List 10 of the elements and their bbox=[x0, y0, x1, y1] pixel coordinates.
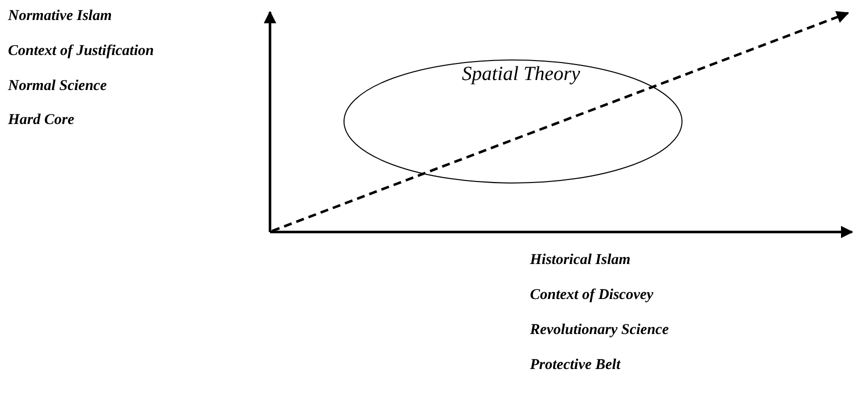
y-axis-label: Normative Islam bbox=[8, 8, 112, 25]
x-axis-label: Revolutionary Science bbox=[530, 322, 669, 339]
y-axis-label: Context of Justification bbox=[8, 43, 154, 60]
y-axis-label: Hard Core bbox=[8, 112, 74, 129]
ellipse-title: Spatial Theory bbox=[462, 63, 580, 86]
ellipse bbox=[343, 59, 683, 184]
y-axis-label: Normal Science bbox=[8, 78, 107, 95]
x-axis-label: Protective Belt bbox=[530, 357, 620, 374]
x-axis-label: Context of Discovey bbox=[530, 287, 654, 304]
x-axis-label: Historical Islam bbox=[530, 252, 630, 269]
